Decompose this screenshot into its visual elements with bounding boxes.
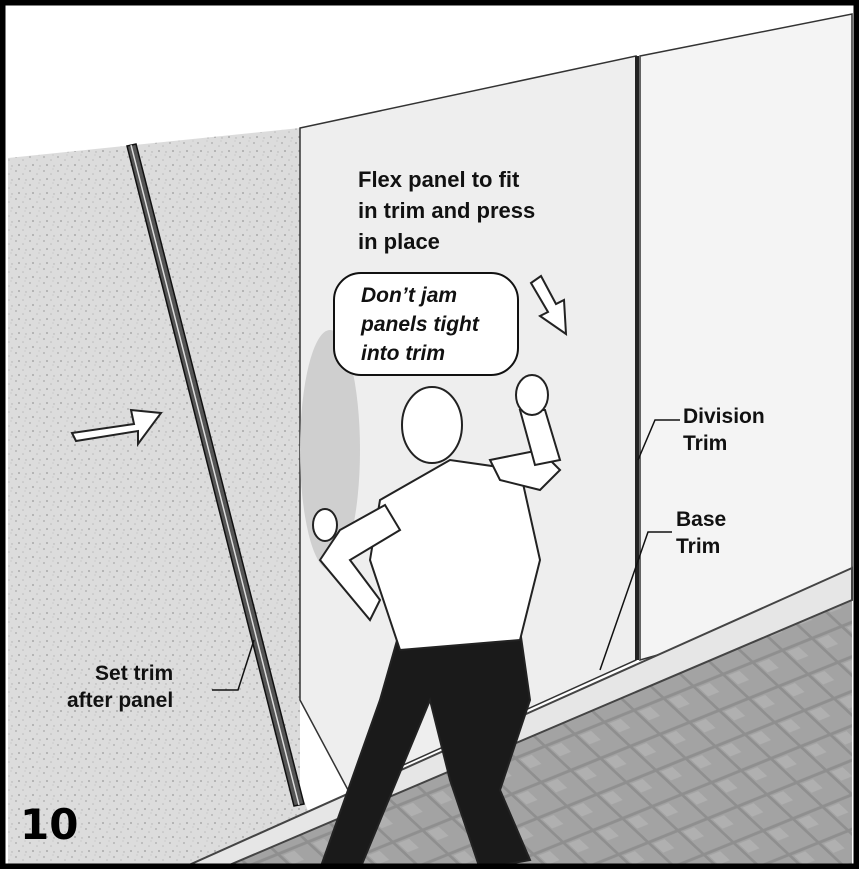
base-trim-label: Base Trim bbox=[676, 506, 726, 560]
warning-callout: Don’t jam panels tight into trim bbox=[333, 272, 519, 376]
division-trim-label: Division Trim bbox=[683, 403, 765, 457]
warning-text: Don’t jam panels tight into trim bbox=[361, 281, 479, 368]
wall-panel-right bbox=[640, 14, 852, 660]
set-trim-label: Set trim after panel bbox=[67, 660, 173, 714]
step-number: 10 bbox=[20, 800, 78, 849]
instruction-text: Flex panel to fit in trim and press in p… bbox=[358, 164, 535, 257]
